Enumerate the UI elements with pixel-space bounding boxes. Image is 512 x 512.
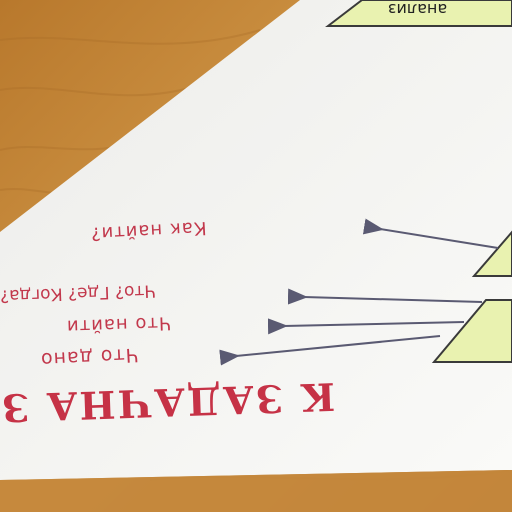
top-box-label: анализ: [388, 0, 448, 19]
arrow-chto-dano: [219, 335, 441, 366]
table-foreground: [0, 470, 512, 512]
top-box: [325, 0, 512, 27]
poster-sheet: [0, 0, 512, 480]
arrows: [219, 218, 499, 366]
arrow-chto-nayti: [267, 318, 465, 335]
arrow-kak-nayti: [362, 218, 499, 249]
arrow-gde-kogda: [287, 288, 483, 305]
label-chto-nayti: Что найти: [65, 312, 172, 337]
middle-box: [471, 230, 512, 277]
lower-box: [431, 299, 512, 363]
